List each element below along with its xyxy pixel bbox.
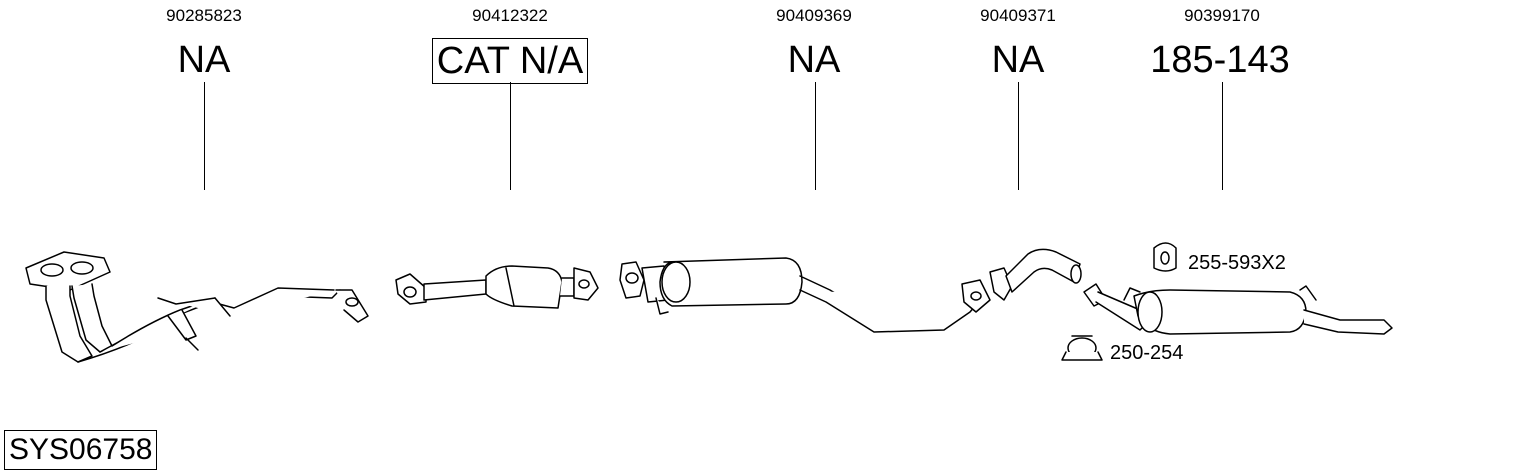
part-number-1: 90285823	[166, 6, 242, 25]
part-number-2: 90412322	[472, 6, 548, 25]
leader-line-4	[1018, 82, 1019, 190]
part-code-3: NA	[787, 39, 841, 81]
centre-silencer-drawing	[619, 257, 991, 333]
part-code-4: NA	[991, 39, 1045, 81]
part-number-3: 90409369	[776, 6, 852, 25]
part-number-4: 90409371	[980, 6, 1056, 25]
system-id: SYS06758	[4, 430, 158, 470]
rubber-mount-icon	[1153, 242, 1177, 272]
rubber-mount-label: 255-593X2	[1188, 252, 1286, 274]
part-code-1: NA	[177, 39, 231, 81]
bend-pipe-drawing	[989, 248, 1082, 301]
catalyst-drawing	[395, 265, 599, 309]
clamp-icon	[1061, 335, 1103, 361]
part-code-5: 185-143	[1150, 39, 1290, 81]
part-code-2: CAT N/A	[431, 38, 589, 84]
leader-line-5	[1222, 82, 1223, 190]
part-code-2-wrapper: CAT N/A	[400, 38, 620, 84]
front-pipe-drawing	[25, 251, 369, 363]
leader-line-1	[204, 82, 205, 190]
leader-line-3	[815, 82, 816, 190]
clamp-label: 250-254	[1110, 342, 1184, 364]
rear-silencer-drawing	[1083, 283, 1393, 335]
part-number-5: 90399170	[1184, 6, 1260, 25]
leader-line-2	[510, 82, 511, 190]
